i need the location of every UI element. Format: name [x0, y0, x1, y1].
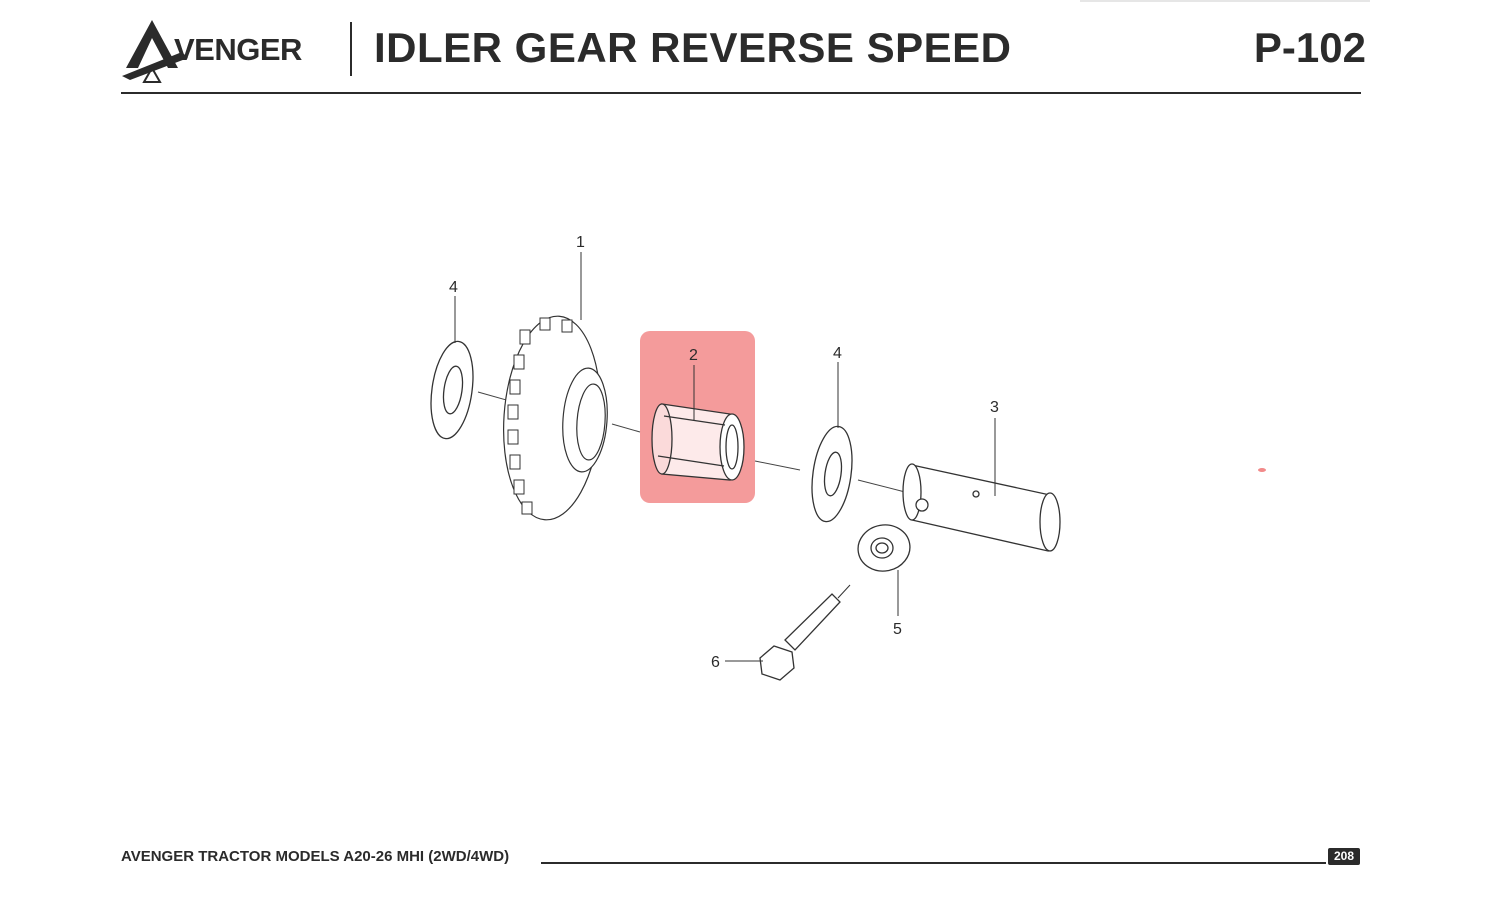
part-1-idler-gear — [502, 315, 608, 521]
part-5-lock-plate — [857, 524, 911, 572]
brand-divider — [350, 22, 352, 76]
part-6-bolt — [759, 593, 841, 681]
callout-4-left: 4 — [449, 279, 458, 296]
page-title: IDLER GEAR REVERSE SPEED — [374, 24, 1012, 71]
callout-4-right: 4 — [833, 345, 842, 362]
page-number-badge: 208 — [1328, 848, 1360, 865]
footer-model-text: AVENGER TRACTOR MODELS A20-26 MHI (2WD/4… — [121, 848, 510, 865]
assembly-axis — [477, 391, 906, 493]
avenger-logo: VENGER — [122, 20, 303, 83]
callout-6: 6 — [711, 654, 720, 671]
callout-3: 3 — [990, 399, 999, 416]
part-3-idler-shaft — [902, 463, 1061, 552]
svg-text:VENGER: VENGER — [174, 32, 302, 67]
part-4-washer-right — [811, 425, 853, 523]
callout-1: 1 — [576, 234, 585, 251]
header-rule — [121, 92, 1361, 94]
top-faint-line — [1080, 0, 1370, 2]
page-code: P-102 — [1253, 24, 1366, 71]
stray-red-mark — [1258, 468, 1266, 472]
callout-5: 5 — [893, 621, 902, 638]
part-2-needle-bearing — [651, 403, 745, 481]
footer-rule — [541, 862, 1326, 864]
part-4-washer-left — [430, 340, 474, 440]
callout-2: 2 — [689, 347, 698, 364]
